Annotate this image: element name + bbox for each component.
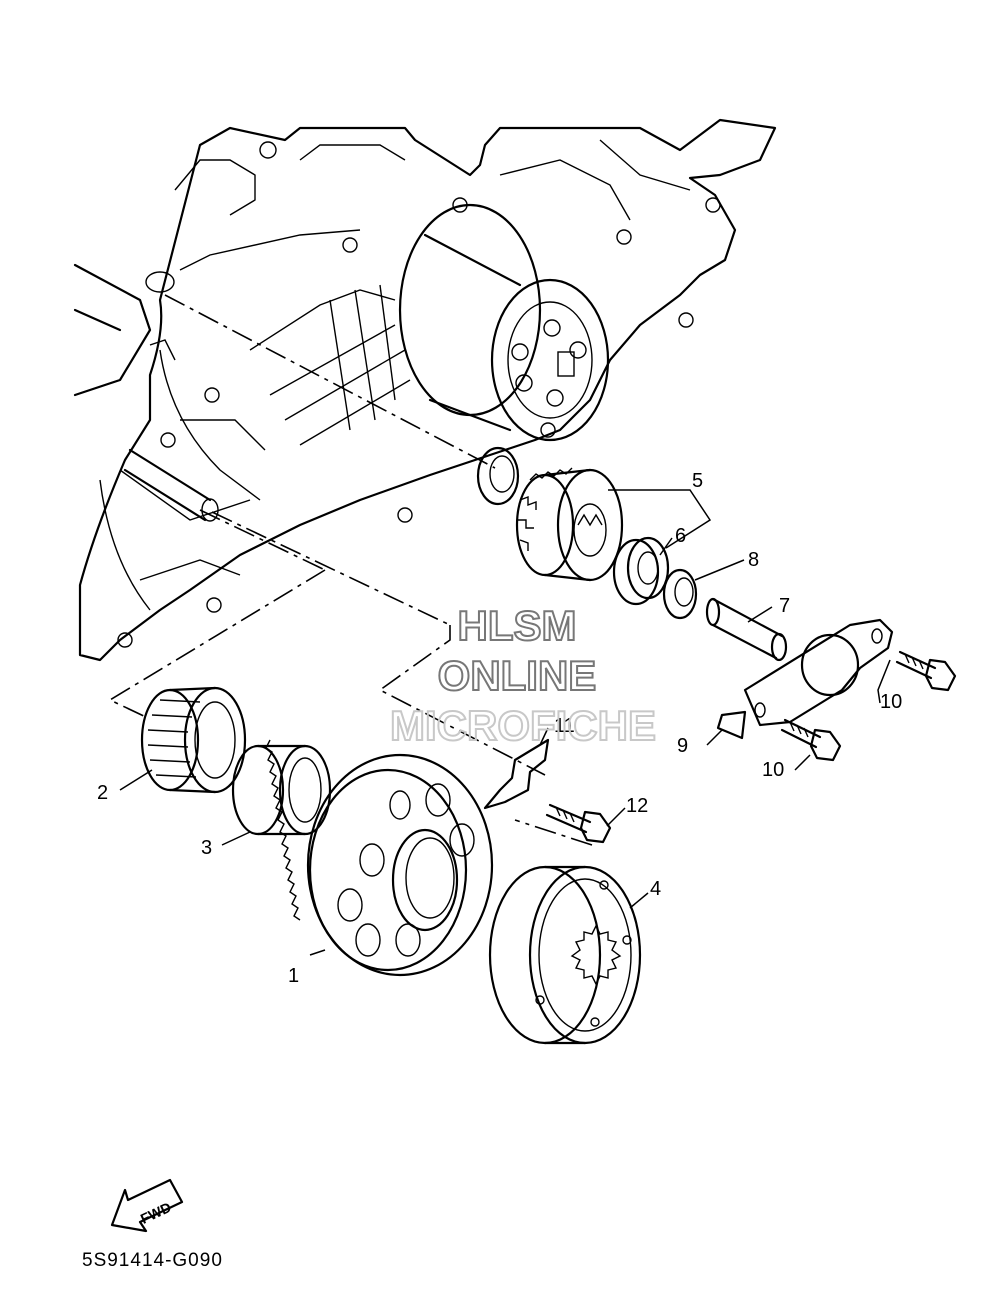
callout-1: 1 <box>288 965 299 987</box>
callout-11: 11 <box>554 715 575 737</box>
watermark-line-2: ONLINE <box>438 652 597 699</box>
part-4-starter-clutch <box>488 865 642 1045</box>
part-1-starter-wheel-gear <box>265 739 494 977</box>
callout-4: 4 <box>650 878 661 900</box>
part-2-needle-bearing <box>140 686 247 794</box>
part-10-bolt-upper <box>895 650 957 692</box>
callout-10-upper: 10 <box>880 691 902 713</box>
reference-lines <box>108 294 593 846</box>
crankcase-housing <box>73 118 777 662</box>
part-5-idler-gear <box>515 467 624 582</box>
part-10-bolt-lower <box>780 718 842 762</box>
watermark-line-1: HLSM <box>458 602 577 649</box>
part-7-shaft <box>705 597 788 662</box>
callout-10-lower: 10 <box>762 759 784 781</box>
callout-numbers: 1 2 3 4 5 6 7 8 9 10 10 11 12 <box>97 470 902 987</box>
forward-direction-arrow: FWD <box>110 1178 184 1233</box>
callout-5: 5 <box>692 470 703 492</box>
oil-seal <box>476 446 520 506</box>
callout-9: 9 <box>677 735 688 757</box>
watermark: HLSM ONLINE MICROFICHE <box>389 601 657 750</box>
part-3-collar <box>231 744 332 836</box>
part-8-washer <box>662 568 698 620</box>
leader-lines <box>119 489 891 956</box>
part-9-bracket <box>716 618 894 740</box>
watermark-line-3: MICROFICHE <box>390 702 656 749</box>
callout-8: 8 <box>748 549 759 571</box>
fwd-label: FWD <box>138 1199 174 1227</box>
drawing-code: 5S91414-G090 <box>82 1250 223 1271</box>
part-12-bolt <box>545 803 612 844</box>
part-11-clip <box>483 738 550 810</box>
callout-12: 12 <box>626 795 648 817</box>
rotor-housing <box>398 203 610 442</box>
callout-6: 6 <box>675 525 686 547</box>
callout-7: 7 <box>779 595 790 617</box>
crankshaft-shaft <box>123 448 219 522</box>
callout-2: 2 <box>97 782 108 804</box>
callout-3: 3 <box>201 837 212 859</box>
part-6-bearing <box>612 536 670 606</box>
